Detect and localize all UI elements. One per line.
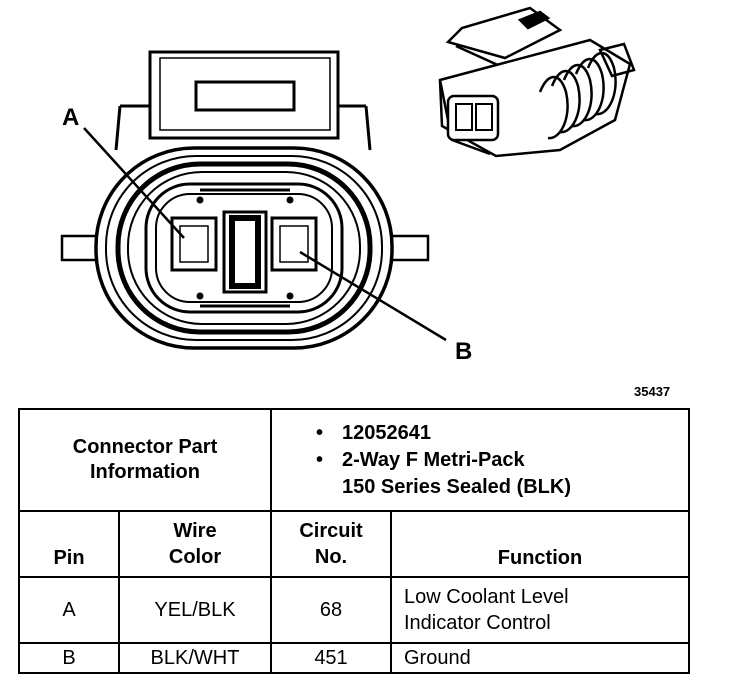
wire-color-column-header: Wire Color: [118, 510, 272, 578]
connector-description-line1: 2-Way F Metri-Pack: [342, 448, 525, 471]
pin-a-callout: A: [62, 104, 80, 131]
figure-number: 35437: [634, 384, 671, 399]
function-cell: Low Coolant Level Indicator Control: [390, 576, 690, 644]
wire-color-header-line2: Color: [168, 546, 222, 568]
circuit-cell: 451: [270, 642, 392, 674]
connector-table: Connector Part Information • 12052641 • …: [18, 408, 690, 674]
connector-info-row: Connector Part Information • 12052641 • …: [18, 408, 690, 512]
leader-line-b: [299, 250, 447, 342]
connector-face-view: [60, 50, 430, 350]
function-line2: Indicator Control: [404, 612, 551, 634]
circuit-header-line1: Circuit: [299, 520, 363, 542]
pin-cell: A: [18, 576, 120, 644]
circuit-column-header: Circuit No.: [270, 510, 392, 578]
wire-color-header-line1: Wire: [173, 520, 217, 542]
part-number: 12052641: [342, 421, 431, 444]
bullet-mark: •: [316, 421, 324, 444]
bullet-mark: •: [316, 448, 324, 471]
pin-b-callout: B: [455, 338, 473, 365]
connector-drawing: [60, 6, 636, 350]
pin-cell: B: [18, 642, 120, 674]
connector-description-line2: 150 Series Sealed (BLK): [342, 475, 571, 498]
connector-info-label-line1: Connector Part: [72, 436, 218, 458]
circuit-header-line2: No.: [314, 546, 348, 568]
table-row: B BLK/WHT 451 Ground: [18, 642, 690, 674]
connector-3d-view: [438, 6, 636, 158]
table-row: A YEL/BLK 68 Low Coolant Level Indicator…: [18, 576, 690, 644]
function-line1: Low Coolant Level: [404, 586, 569, 608]
leader-line-a: [83, 127, 185, 239]
function-column-header: Function: [390, 510, 690, 578]
wire-color-cell: BLK/WHT: [118, 642, 272, 674]
function-cell: Ground: [390, 642, 690, 674]
column-header-row: Pin Wire Color Circuit No. Function: [18, 510, 690, 578]
pin-column-header: Pin: [18, 510, 120, 578]
connector-info-values: • 12052641 • 2-Way F Metri-Pack 150 Seri…: [270, 408, 690, 512]
connector-info-label-line2: Information: [90, 461, 200, 483]
circuit-cell: 68: [270, 576, 392, 644]
wire-color-cell: YEL/BLK: [118, 576, 272, 644]
connector-info-label: Connector Part Information: [18, 408, 272, 512]
